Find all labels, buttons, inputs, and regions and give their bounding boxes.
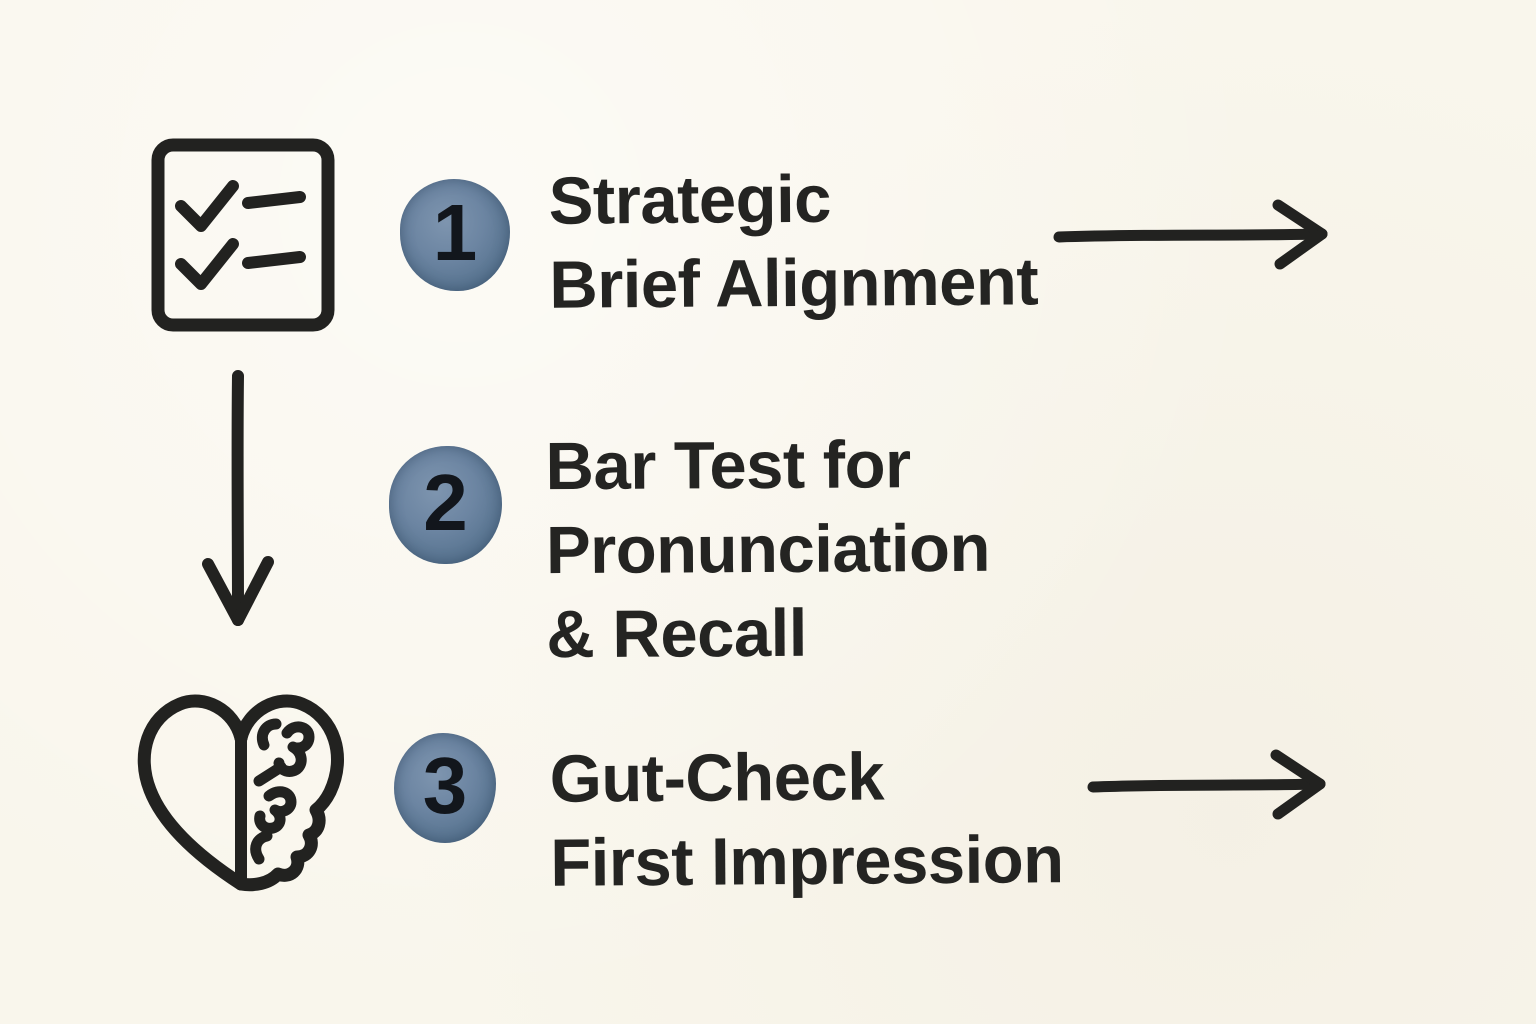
step-1-label-line-1: Strategic: [548, 161, 832, 239]
down-arrow: [202, 370, 274, 626]
step-3-label: Gut-Check First Impression: [549, 734, 1063, 906]
step-3-label-line-1: Gut-Check: [549, 739, 885, 817]
step-1-number: 1: [432, 188, 478, 277]
step-2-label: Bar Test for Pronunciation & Recall: [545, 423, 990, 677]
step-1-badge: 1: [400, 179, 510, 291]
step-2-label-line-2: Pronunciation: [545, 510, 991, 589]
step-2-label-line-3: & Recall: [546, 595, 808, 673]
step-1-label: Strategic Brief Alignment: [548, 156, 1038, 327]
checklist-icon: [151, 138, 335, 332]
right-arrow-step-3: [1087, 749, 1326, 820]
heart-brain-icon: [137, 694, 344, 892]
step-2-number: 2: [423, 458, 468, 547]
right-arrow-step-1: [1053, 199, 1328, 270]
step-2-label-line-1: Bar Test for: [545, 427, 911, 505]
step-2-badge: 2: [389, 446, 502, 564]
step-3-label-line-2: First Impression: [550, 822, 1064, 901]
step-3-badge: 3: [394, 733, 496, 843]
step-3-number: 3: [422, 741, 468, 830]
step-1-label-line-2: Brief Alignment: [549, 244, 1039, 323]
